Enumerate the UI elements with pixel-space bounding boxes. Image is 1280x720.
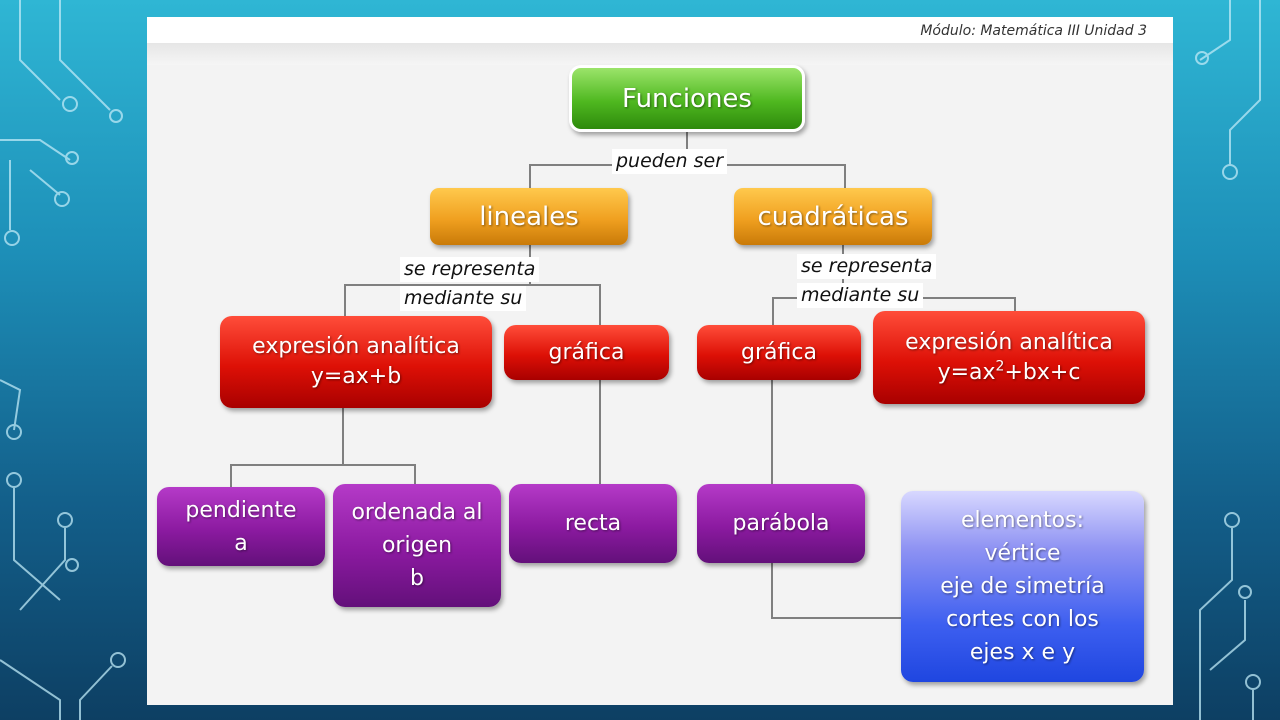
- elementos-line2: vértice: [984, 541, 1061, 566]
- pendiente-line1: pendiente: [185, 497, 297, 523]
- node-recta: recta: [509, 484, 677, 563]
- recta-text: recta: [564, 511, 622, 536]
- node-lineales-text: lineales: [479, 201, 579, 232]
- label-cuadraticas-line2: mediante su: [797, 283, 924, 308]
- node-ordenada: ordenada al origen b: [333, 484, 501, 607]
- node-cuadraticas: cuadráticas: [734, 188, 932, 245]
- node-funciones-text: Funciones: [622, 83, 752, 114]
- expresion-cuadratica-part-b: +bx+c: [1004, 359, 1081, 385]
- expresion-cuadratica-line1: expresión analítica: [905, 329, 1113, 355]
- slide-header: Módulo: Matemática III Unidad 3: [920, 23, 1147, 39]
- expresion-cuadratica-part-a: y=ax: [937, 359, 996, 385]
- node-grafica-lineal: gráfica: [504, 325, 669, 380]
- node-lineales: lineales: [430, 188, 628, 245]
- expresion-lineal-line2: y=ax+b: [310, 364, 402, 389]
- grafica-lineal-text: gráfica: [548, 339, 625, 365]
- node-pendiente: pendiente a: [157, 487, 325, 566]
- elementos-line1: elementos:: [960, 508, 1085, 533]
- node-expresion-cuadratica: expresión analítica y=ax2+bx+c: [873, 311, 1145, 404]
- expresion-lineal-line1: expresión analítica: [252, 334, 460, 359]
- ordenada-line1: ordenada al: [351, 500, 483, 525]
- label-lineales-line2: mediante su: [400, 286, 527, 311]
- expresion-cuadratica-exponent: 2: [995, 358, 1005, 375]
- node-parabola: parábola: [697, 484, 865, 563]
- pendiente-line2: a: [234, 530, 248, 556]
- label-cuadraticas-line1: se representa: [797, 254, 937, 279]
- label-lineales-line1: se representa: [400, 257, 540, 282]
- ordenada-line3: b: [410, 566, 424, 591]
- elementos-line4: cortes con los: [946, 607, 1099, 632]
- node-grafica-cuadratica: gráfica: [697, 325, 861, 380]
- expresion-cuadratica-line2: y=ax2+bx+c: [938, 358, 1081, 388]
- node-cuadraticas-text: cuadráticas: [757, 201, 909, 232]
- parabola-text: parábola: [732, 511, 830, 536]
- label-pueden-ser: pueden ser: [612, 149, 728, 174]
- node-expresion-lineal: expresión analítica y=ax+b: [220, 316, 492, 408]
- node-elementos: elementos: vértice eje de simetría corte…: [901, 491, 1144, 682]
- ordenada-line2: origen: [381, 533, 453, 558]
- elementos-line3: eje de simetría: [940, 574, 1105, 599]
- node-funciones: Funciones: [569, 65, 805, 132]
- grafica-cuadratica-text: gráfica: [741, 339, 817, 365]
- header-band: [147, 43, 1173, 65]
- elementos-line5: ejes x e y: [969, 640, 1076, 665]
